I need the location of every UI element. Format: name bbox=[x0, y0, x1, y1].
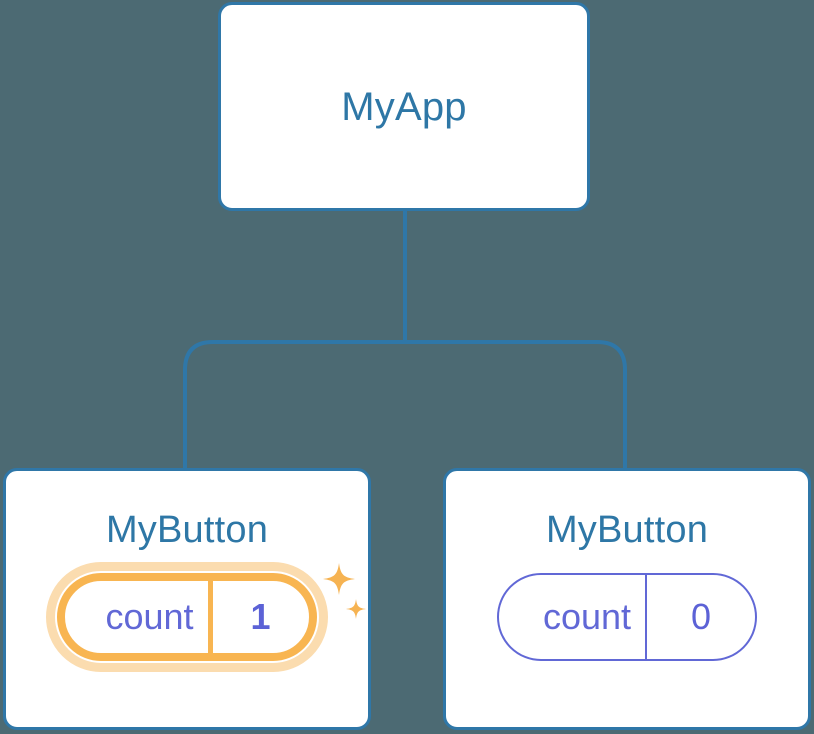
state-pill-wrap-1: count 0 bbox=[496, 573, 758, 661]
state-key: count bbox=[105, 596, 194, 637]
node-myapp[interactable]: MyApp bbox=[218, 2, 590, 211]
node-title: MyButton bbox=[105, 509, 269, 551]
state-value: 1 bbox=[207, 581, 309, 653]
edge-root-to-child-0 bbox=[183, 340, 405, 470]
state-value: 0 bbox=[645, 575, 755, 659]
node-mybutton-0[interactable]: MyButton count 1 bbox=[3, 468, 371, 730]
node-title: MyApp bbox=[341, 84, 467, 129]
node-mybutton-1[interactable]: MyButton count 0 bbox=[443, 468, 811, 730]
state-pill[interactable]: count 0 bbox=[496, 573, 758, 661]
sparkles-group bbox=[322, 563, 366, 619]
edge-root-to-child-1 bbox=[405, 340, 627, 470]
state-pill-wrap-0: count 1 bbox=[46, 562, 366, 672]
state-pill-highlighted[interactable]: count 1 bbox=[57, 573, 317, 661]
sparkle-icon bbox=[345, 599, 366, 619]
state-key: count bbox=[542, 596, 632, 637]
sparkle-icon bbox=[322, 563, 355, 595]
node-title: MyButton bbox=[545, 509, 709, 551]
